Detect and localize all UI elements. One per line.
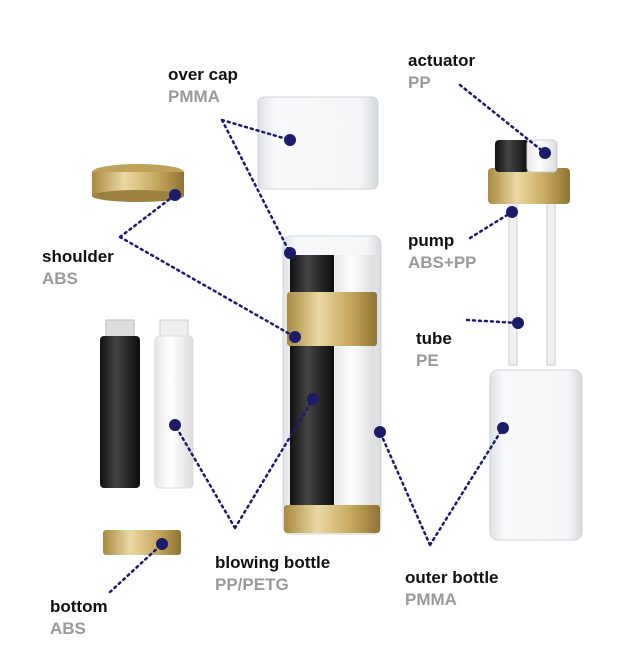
- label-over-cap: over cap PMMA: [168, 64, 238, 108]
- part-material: PP: [408, 73, 431, 92]
- part-name: blowing bottle: [215, 553, 331, 572]
- leader-lines: [108, 83, 547, 594]
- blowing-bottles-part: [100, 319, 194, 489]
- part-material: PMMA: [405, 590, 457, 609]
- callout-dots: [156, 134, 551, 550]
- label-tube: tube PE: [416, 328, 452, 372]
- part-material: PE: [416, 351, 439, 370]
- label-pump: pump ABS+PP: [408, 230, 477, 274]
- part-name: pump: [408, 231, 455, 250]
- part-material: PP/PETG: [215, 575, 289, 594]
- part-name: shoulder: [42, 247, 114, 266]
- label-shoulder: shoulder ABS: [42, 246, 114, 290]
- over-cap-part: [257, 96, 379, 190]
- actuator-pump-part: [488, 139, 570, 366]
- part-name: actuator: [408, 51, 476, 70]
- part-material: PMMA: [168, 87, 220, 106]
- part-material: ABS: [50, 619, 86, 638]
- part-material: ABS+PP: [408, 253, 477, 272]
- part-name: bottom: [50, 597, 108, 616]
- label-blowing-bottle: blowing bottle PP/PETG: [215, 552, 330, 596]
- part-material: ABS: [42, 269, 78, 288]
- outer-bottle-part: [489, 369, 583, 541]
- part-name: outer bottle: [405, 568, 499, 587]
- label-bottom: bottom ABS: [50, 596, 108, 640]
- shoulder-part: [92, 164, 184, 202]
- label-outer-bottle: outer bottle PMMA: [405, 567, 499, 611]
- label-actuator: actuator PP: [408, 50, 475, 94]
- assembled-bottle: [282, 235, 382, 535]
- part-name: over cap: [168, 65, 238, 84]
- bottom-part: [103, 530, 181, 555]
- part-name: tube: [416, 329, 452, 348]
